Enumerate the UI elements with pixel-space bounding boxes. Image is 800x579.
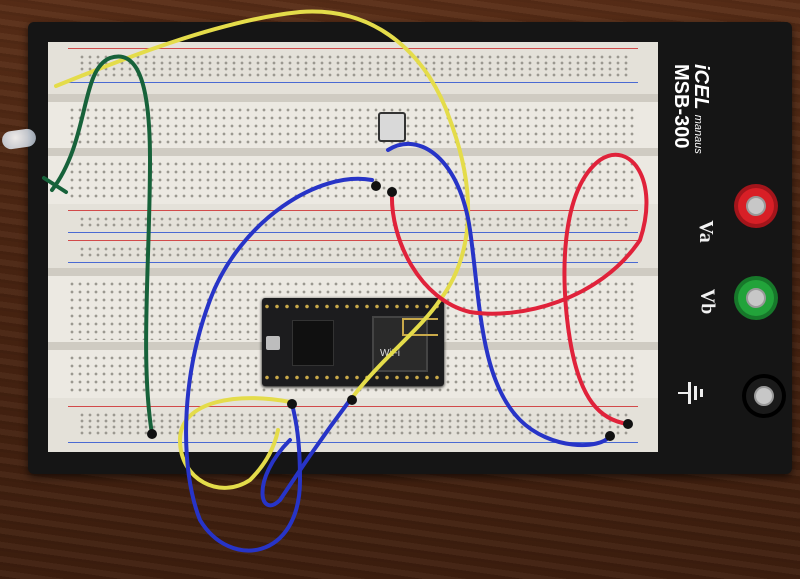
- rail-groove: [48, 268, 658, 276]
- esp8266-nodemcu-module: WiFi: [262, 298, 444, 386]
- model-label: MSB-300: [670, 64, 692, 149]
- push-button-icon: [378, 112, 406, 142]
- center-channel: [48, 148, 658, 156]
- green-binding-post-icon[interactable]: [738, 280, 774, 316]
- breadboard: [48, 42, 658, 452]
- ground-icon: [678, 378, 714, 406]
- pcb-antenna: [402, 318, 438, 336]
- brand-logo: iCEL manaus: [690, 64, 712, 154]
- top-power-rail: [48, 42, 658, 94]
- red-binding-post-icon[interactable]: [738, 188, 774, 224]
- wifi-logo: WiFi: [380, 348, 400, 359]
- terminal-label-va: Va: [694, 220, 717, 243]
- header-pins-bottom: [262, 375, 444, 380]
- bottom-power-rail: [48, 398, 658, 452]
- usb-serial-chip: [292, 320, 334, 366]
- terminal-rows-upper: [68, 106, 638, 146]
- rail-groove: [48, 94, 658, 102]
- middle-power-rail: [48, 204, 658, 268]
- usb-port-icon: [266, 336, 280, 350]
- black-binding-post-icon[interactable]: [746, 378, 782, 414]
- header-pins-top: [262, 304, 444, 309]
- terminal-label-vb: Vb: [696, 288, 719, 315]
- terminal-rows-lower: [68, 160, 638, 200]
